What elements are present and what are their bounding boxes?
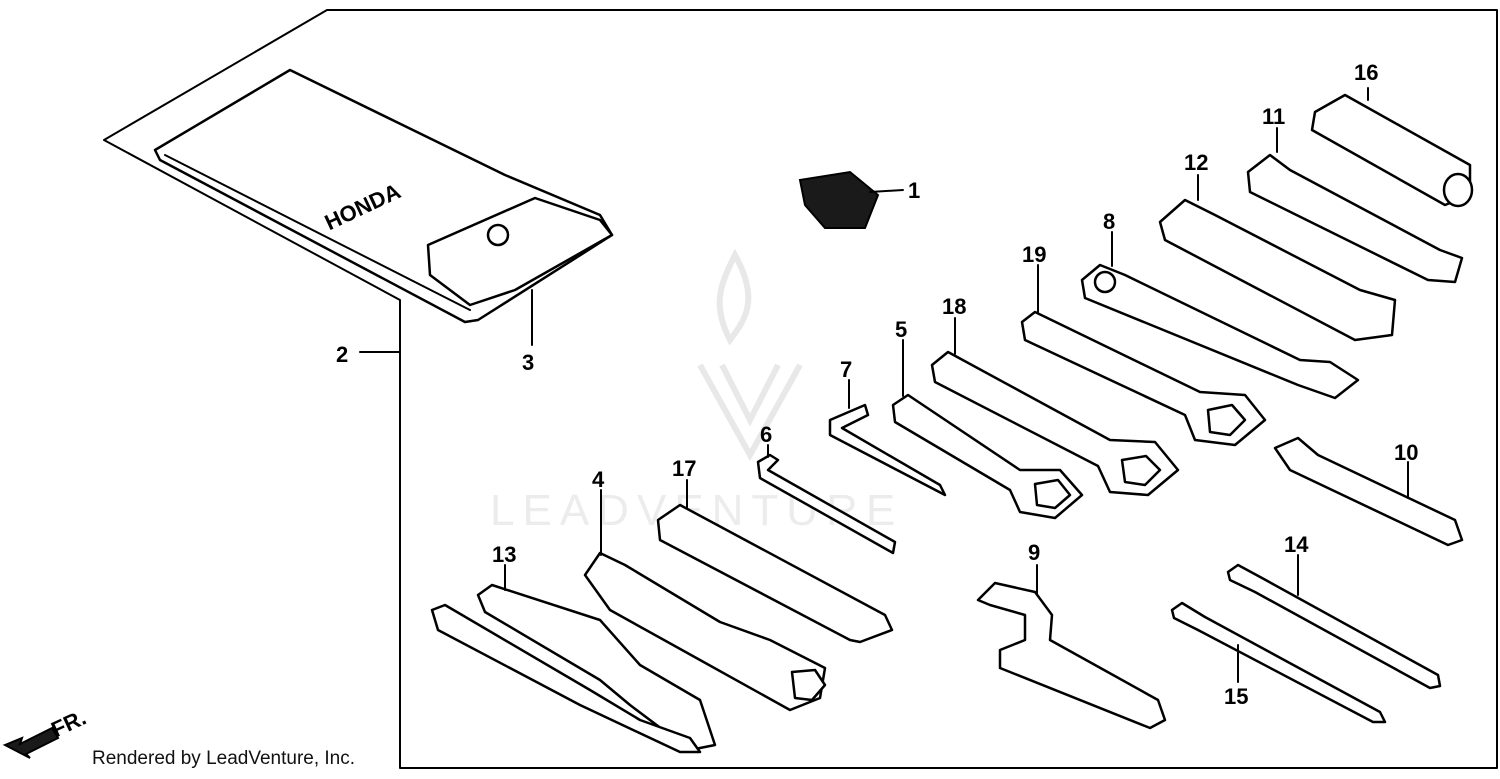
tool-pouch: HONDA	[153, 68, 614, 324]
part-11-wrench	[1246, 127, 1464, 284]
watermark-logo	[697, 248, 803, 462]
part-16-socket	[1310, 87, 1474, 208]
callout-17: 17	[672, 456, 696, 481]
front-direction-arrow: FR.	[2, 705, 90, 759]
part-9-spanner	[976, 564, 1167, 730]
callout-10: 10	[1394, 440, 1418, 465]
assembly-boundary	[103, 9, 1498, 769]
callout-13: 13	[492, 542, 516, 567]
callout-6: 6	[760, 422, 772, 447]
callout-5: 5	[895, 317, 907, 342]
callout-12: 12	[1184, 150, 1208, 175]
callout-16: 16	[1354, 60, 1378, 85]
part-10-wrench	[1273, 436, 1464, 547]
callout-15: 15	[1224, 684, 1248, 709]
callout-7: 7	[840, 357, 852, 382]
callout-18: 18	[942, 294, 966, 319]
part-5-wrench	[891, 339, 1084, 520]
callout-14: 14	[1284, 532, 1309, 557]
part-12-wrench	[1158, 174, 1397, 342]
callout-8: 8	[1103, 209, 1115, 234]
part-13-pliers	[430, 564, 717, 754]
credit-text: Rendered by LeadVenture, Inc.	[92, 748, 356, 769]
callout-9: 9	[1028, 540, 1040, 565]
callout-11: 11	[1262, 104, 1285, 129]
part-4-plug-wrench	[583, 489, 827, 712]
callout-19: 19	[1022, 242, 1046, 267]
part-6-hex-key	[756, 444, 897, 555]
part-14-screwdriver	[1226, 554, 1442, 690]
part-15-screwdriver	[1170, 601, 1387, 724]
callout-3: 3	[522, 350, 534, 375]
part-17-handle	[656, 479, 894, 644]
part-19-wrench	[1020, 264, 1267, 447]
part-18-wrench	[930, 317, 1180, 497]
callout-4: 4	[592, 467, 605, 492]
part-7-hex-key	[828, 379, 947, 497]
callout-2: 2	[336, 342, 348, 367]
callout-numbers: 1 2 3 4 5 6 7 8 9 10 11 12 13 14 15 16 1…	[336, 60, 1418, 709]
part-8-wrench	[1080, 231, 1360, 400]
callout-1: 1	[908, 178, 920, 203]
part-1-clip	[798, 170, 904, 229]
